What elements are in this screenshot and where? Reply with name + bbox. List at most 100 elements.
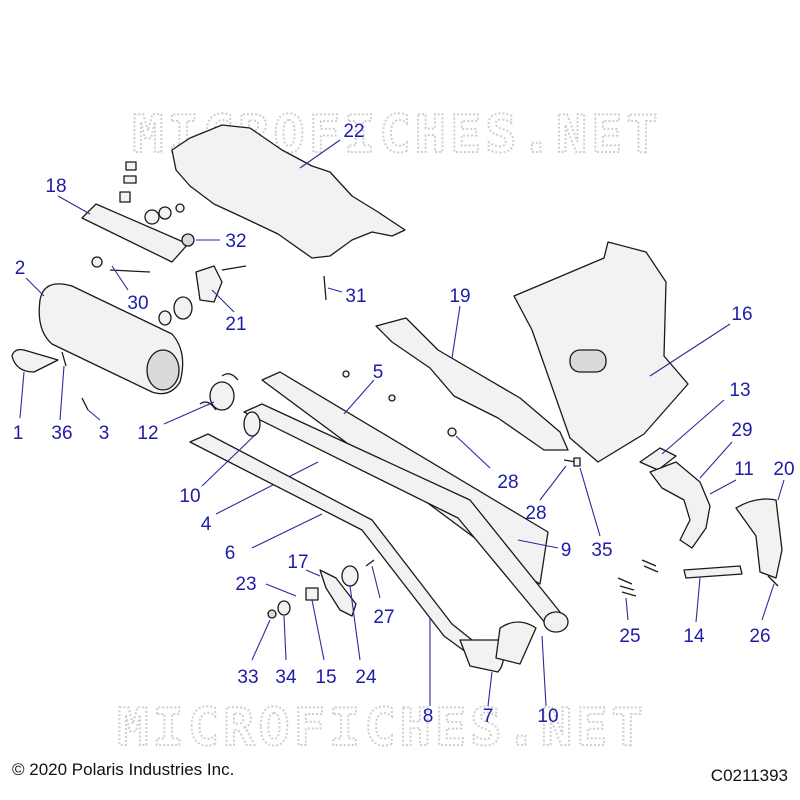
callout-9[interactable]: 9 xyxy=(561,540,572,561)
part-grommet-a xyxy=(144,209,160,225)
callout-27-label[interactable]: 27 xyxy=(373,607,394,628)
callout-7[interactable]: 7 xyxy=(483,706,494,727)
part-32-nut[interactable] xyxy=(181,233,195,247)
callout-28-b[interactable]: 28 xyxy=(525,503,546,524)
leader-35 xyxy=(579,467,601,537)
callout-21[interactable]: 21 xyxy=(225,314,246,335)
part-17-bracket[interactable] xyxy=(319,569,357,617)
leader-19 xyxy=(451,305,461,359)
leader-5 xyxy=(343,379,375,415)
part-22-heat-shield[interactable] xyxy=(171,124,406,259)
part-spring-b xyxy=(641,559,659,573)
part-bolt-21 xyxy=(221,265,247,271)
callout-31[interactable]: 31 xyxy=(345,286,366,307)
part-16-heat-shield-boss xyxy=(569,349,607,373)
leader-21 xyxy=(211,289,235,313)
callout-28-upper[interactable]: 28 xyxy=(497,472,518,493)
leader-25 xyxy=(625,597,629,621)
part-15-bushing[interactable] xyxy=(305,587,319,601)
part-31-bolt[interactable] xyxy=(323,275,327,301)
callout-6[interactable]: 6 xyxy=(225,543,236,564)
part-27-bolt[interactable] xyxy=(365,559,375,567)
part-spring-bottom xyxy=(199,401,217,411)
part-33-nut[interactable] xyxy=(267,609,277,619)
callout-25[interactable]: 25 xyxy=(619,626,640,647)
callout-24[interactable]: 24 xyxy=(355,667,377,688)
leader-3 xyxy=(87,409,101,421)
callout-18[interactable]: 18 xyxy=(45,176,66,197)
callout-23[interactable]: 23 xyxy=(235,574,256,595)
callout-35[interactable]: 35 xyxy=(591,540,612,561)
callout-11[interactable]: 11 xyxy=(734,459,754,480)
leader-33 xyxy=(251,619,271,661)
callout-32[interactable]: 32 xyxy=(225,231,246,252)
watermark-bottom: MICROFICHES.NET xyxy=(117,698,647,758)
leader-9 xyxy=(517,539,559,549)
leader-20 xyxy=(777,479,785,501)
part-grommet-b xyxy=(158,206,172,220)
part-19-heat-shield[interactable] xyxy=(375,317,569,451)
leader-7 xyxy=(487,671,493,707)
callout-16[interactable]: 16 xyxy=(731,304,752,325)
callout-10-lower-label[interactable]: 10 xyxy=(537,706,558,727)
callout-10-upper[interactable]: 10 xyxy=(179,486,200,507)
callout-1[interactable]: 1 xyxy=(13,423,24,444)
part-28-bolt-a[interactable] xyxy=(447,427,457,437)
callout-2[interactable]: 2 xyxy=(15,258,26,279)
callout-8[interactable]: 8 xyxy=(423,706,434,727)
callout-17[interactable]: 17 xyxy=(287,552,308,573)
part-20-pipe[interactable] xyxy=(735,498,783,579)
callout-34[interactable]: 34 xyxy=(275,667,297,688)
leader-30 xyxy=(111,265,129,291)
part-3-screw[interactable] xyxy=(81,397,89,411)
part-2-muffler-outlet xyxy=(146,349,180,391)
callout-15[interactable]: 15 xyxy=(315,667,336,688)
callout-4[interactable]: 4 xyxy=(201,514,212,535)
part-1-tip[interactable] xyxy=(11,348,59,373)
part-7-elbow[interactable] xyxy=(495,621,537,665)
callout-29-label[interactable]: 29 xyxy=(731,420,752,441)
part-13-gasket[interactable] xyxy=(639,447,677,471)
leader-27 xyxy=(371,565,381,599)
callout-22[interactable]: 22 xyxy=(343,121,364,142)
part-26-clip[interactable] xyxy=(767,575,779,587)
callout-14[interactable]: 14 xyxy=(683,626,705,647)
part-34-washer[interactable] xyxy=(277,600,291,616)
part-18-bracket[interactable] xyxy=(81,203,189,263)
leader-24 xyxy=(349,585,361,661)
leader-12 xyxy=(163,401,215,425)
leader-13 xyxy=(661,399,725,455)
leader-18 xyxy=(57,195,91,215)
callout-33[interactable]: 33 xyxy=(237,667,258,688)
copyright-notice: © 2020 Polaris Industries Inc. xyxy=(12,760,235,779)
part-35-clip[interactable] xyxy=(573,457,581,467)
leader-17 xyxy=(305,569,321,577)
leader-11 xyxy=(709,479,737,495)
leader-14 xyxy=(695,577,701,623)
callout-3[interactable]: 3 xyxy=(99,423,110,444)
part-24-spacer[interactable] xyxy=(341,565,359,587)
part-12-gasket[interactable] xyxy=(209,381,235,411)
callout-19[interactable]: 19 xyxy=(449,286,470,307)
callout-30[interactable]: 30 xyxy=(127,293,148,314)
callout-20[interactable]: 20 xyxy=(773,459,794,480)
callout-12[interactable]: 12 xyxy=(137,423,158,444)
leader-4 xyxy=(215,461,319,515)
part-36-bolt[interactable] xyxy=(61,351,67,367)
leader-31 xyxy=(327,287,343,293)
part-spring-top xyxy=(221,373,239,381)
part-bolt-small-b xyxy=(388,394,396,402)
leader-15 xyxy=(311,599,325,661)
leader-26 xyxy=(761,583,775,621)
callout-36[interactable]: 36 xyxy=(51,423,72,444)
part-29-11-manifold[interactable] xyxy=(649,461,711,549)
part-14-sensor[interactable] xyxy=(683,565,743,579)
callout-13[interactable]: 13 xyxy=(729,380,750,401)
leader-1 xyxy=(19,371,25,419)
part-10-clamp-upper[interactable] xyxy=(243,411,261,437)
callout-26-label[interactable]: 26 xyxy=(749,626,770,647)
leader-6 xyxy=(251,513,323,549)
part-25-spring[interactable] xyxy=(617,577,637,597)
callout-5[interactable]: 5 xyxy=(373,362,384,383)
part-10-clamp-lower[interactable] xyxy=(543,611,569,633)
